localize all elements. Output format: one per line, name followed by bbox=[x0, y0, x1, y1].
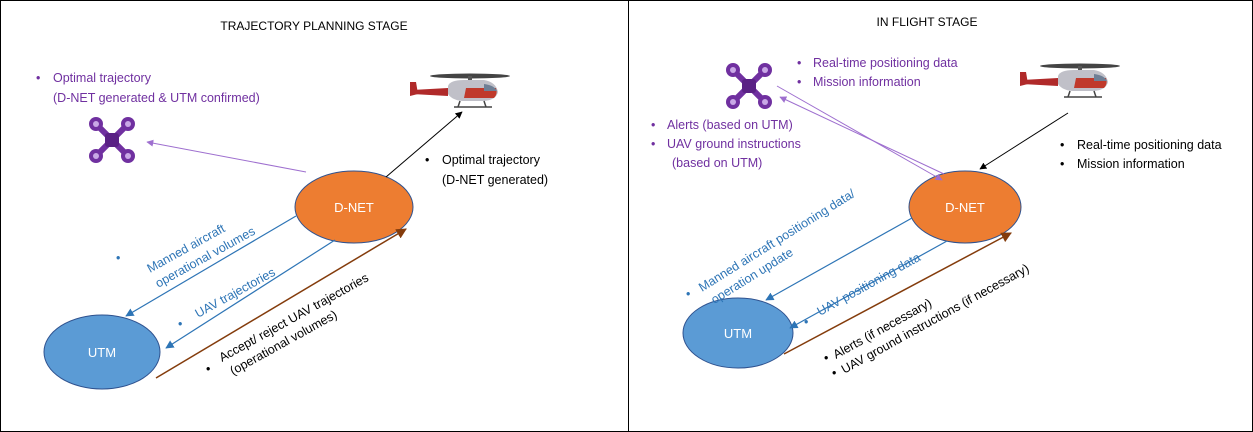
left-dnet-node: D-NET bbox=[294, 170, 414, 244]
svg-text:•: • bbox=[797, 56, 801, 70]
svg-text:•: • bbox=[36, 71, 40, 85]
svg-text:•: • bbox=[425, 153, 429, 167]
left-helicopter-message: • Optimal trajectory (D-NET generated) bbox=[425, 153, 548, 187]
right-side-purple-line2: UAV ground instructions bbox=[667, 137, 801, 151]
right-side-purple-line1: Alerts (based on UTM) bbox=[667, 118, 793, 132]
right-top-purple-message: • Real-time positioning data • Mission i… bbox=[797, 56, 958, 89]
right-drone-to-dnet-arrow bbox=[776, 85, 943, 181]
svg-text:•: • bbox=[1060, 138, 1064, 152]
left-heli-msg-line1: Optimal trajectory bbox=[442, 153, 541, 167]
left-utm-node: UTM bbox=[43, 314, 161, 390]
right-alerts-arrow bbox=[783, 232, 1012, 355]
left-accept-reject-arrow bbox=[155, 228, 407, 379]
right-top-purple-line2: Mission information bbox=[813, 75, 921, 89]
right-dnet-to-drone-arrow bbox=[779, 96, 945, 175]
right-side-purple-message: • Alerts (based on UTM) • UAV ground ins… bbox=[651, 118, 801, 170]
right-top-purple-line1: Real-time positioning data bbox=[813, 56, 958, 70]
left-dnet-label: D-NET bbox=[334, 200, 374, 215]
svg-text:•: • bbox=[651, 118, 655, 132]
right-helicopter-message: • Real-time positioning data • Mission i… bbox=[1060, 138, 1222, 171]
right-alerts-bullet-2: • bbox=[832, 366, 836, 380]
left-heli-msg-line2: (D-NET generated) bbox=[442, 173, 548, 187]
svg-text:•: • bbox=[1060, 157, 1064, 171]
left-manned-bullet: • bbox=[116, 251, 120, 265]
right-heli-to-dnet-arrow bbox=[979, 112, 1069, 170]
left-accept-bullet: • bbox=[206, 362, 210, 376]
right-side-purple-line3: (based on UTM) bbox=[672, 156, 762, 170]
left-utm-label: UTM bbox=[88, 345, 116, 360]
left-drone-message: • Optimal trajectory (D-NET generated & … bbox=[36, 71, 260, 105]
right-uav-pos-bullet: • bbox=[804, 315, 808, 329]
right-manned-positioning-arrow bbox=[765, 217, 913, 301]
left-manned-volumes-arrow bbox=[125, 215, 297, 317]
right-title: IN FLIGHT STAGE bbox=[877, 15, 978, 29]
right-dnet-label: D-NET bbox=[945, 200, 985, 215]
svg-text:•: • bbox=[797, 75, 801, 89]
left-drone-msg-line1: Optimal trajectory bbox=[53, 71, 152, 85]
left-uav-traj-bullet: • bbox=[178, 317, 182, 331]
right-manned-bullet: • bbox=[686, 287, 690, 301]
left-title: TRAJECTORY PLANNING STAGE bbox=[220, 19, 407, 33]
right-heli-msg-line1: Real-time positioning data bbox=[1077, 138, 1222, 152]
right-utm-node: UTM bbox=[682, 297, 794, 369]
left-dnet-to-drone-arrow bbox=[146, 139, 307, 173]
right-heli-msg-line2: Mission information bbox=[1077, 157, 1185, 171]
svg-text:•: • bbox=[651, 137, 655, 151]
left-drone-msg-line2: (D-NET generated & UTM confirmed) bbox=[53, 91, 260, 105]
right-dnet-node: D-NET bbox=[908, 170, 1022, 244]
right-alerts-bullet-1: • bbox=[824, 351, 828, 365]
right-utm-label: UTM bbox=[724, 326, 752, 341]
left-dnet-to-heli-arrow bbox=[385, 111, 463, 178]
right-uav-positioning-arrow bbox=[789, 240, 948, 329]
left-uav-trajectories-arrow bbox=[165, 239, 336, 349]
